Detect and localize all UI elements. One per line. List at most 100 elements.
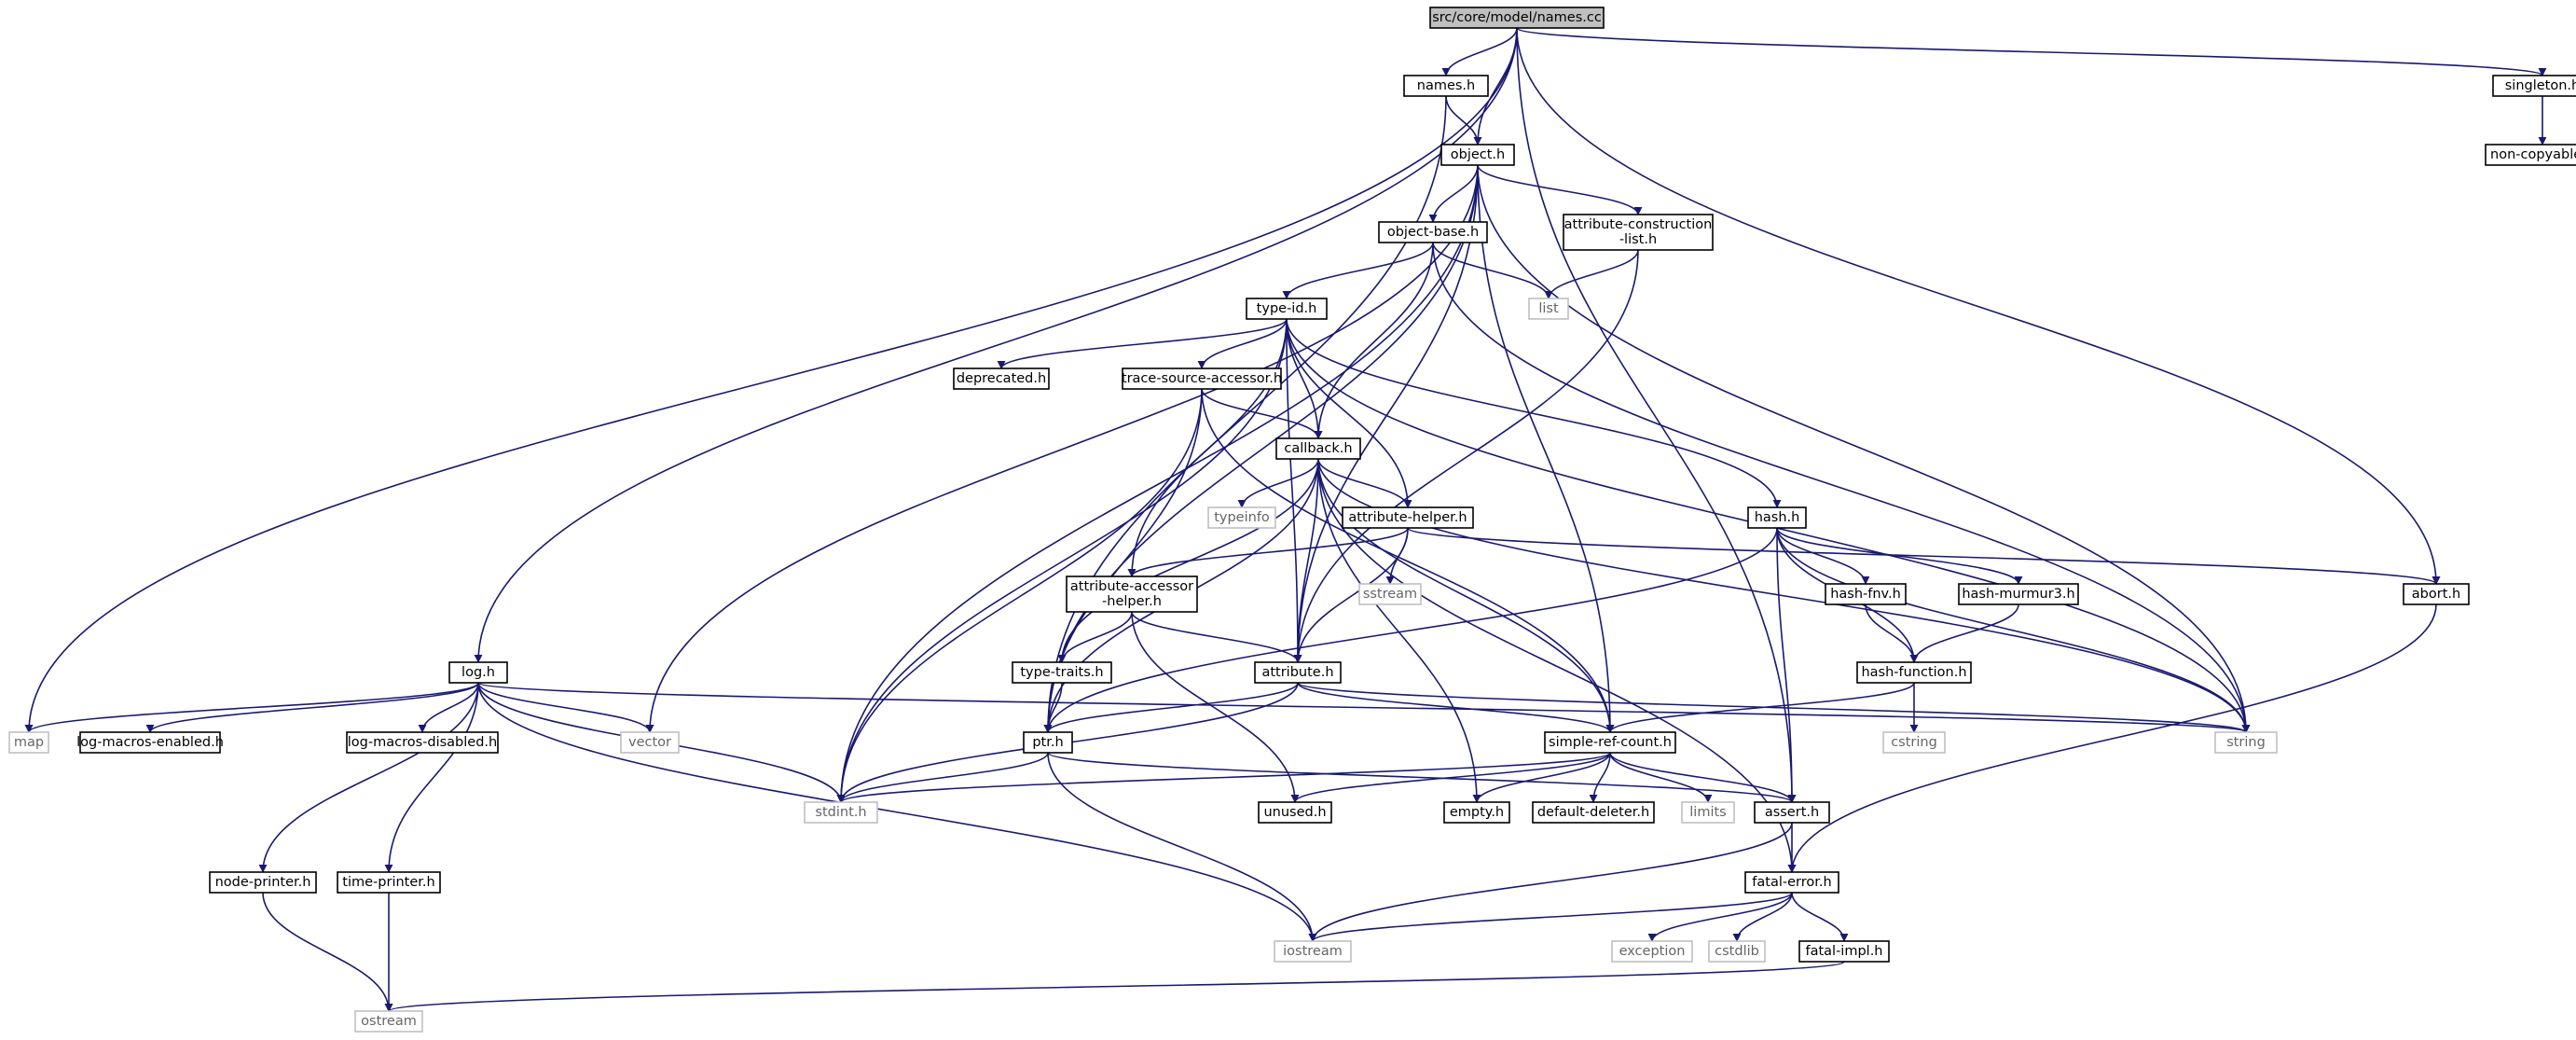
node-hash-murmur3-h[interactable]: hash-murmur3.h xyxy=(1958,583,2079,605)
edge-log-h-to-log-macros-disabled-h xyxy=(418,682,479,733)
node-limits: limits xyxy=(1681,801,1735,824)
node-iostream: iostream xyxy=(1274,940,1352,963)
node-label: -list.h xyxy=(1619,232,1657,247)
node-box xyxy=(1544,731,1676,754)
edge-log-h-to-vector xyxy=(477,682,654,733)
node-box xyxy=(1275,437,1361,460)
node-box xyxy=(337,871,441,894)
node-box xyxy=(209,871,317,894)
node-hash-function-h[interactable]: hash-function.h xyxy=(1856,661,1972,684)
node-box xyxy=(953,367,1050,390)
node-box xyxy=(1440,144,1515,166)
node-node-printer-h[interactable]: node-printer.h xyxy=(209,871,317,894)
node-label: attribute-accessor xyxy=(1070,579,1193,594)
node-box xyxy=(8,731,49,754)
edge-attribute-h-to-simple-ref-count-h xyxy=(1297,682,1615,733)
edge-names-h-to-object-h xyxy=(1445,95,1482,146)
edge-log-h-to-log-macros-enabled-h xyxy=(145,682,479,733)
edge-type-id-h-to-deprecated-h xyxy=(997,318,1288,369)
edge-object-h-to-stdint-h xyxy=(836,164,1479,803)
node-log-macros-disabled-h[interactable]: log-macros-disabled.h xyxy=(346,731,499,754)
node-default-deleter-h[interactable]: default-deleter.h xyxy=(1532,801,1655,824)
node-hash-h[interactable]: hash.h xyxy=(1747,506,1807,529)
node-hash-fnv-h[interactable]: hash-fnv.h xyxy=(1825,583,1907,605)
node-label: object.h xyxy=(1451,147,1505,162)
node-label: log-macros-disabled.h xyxy=(348,735,497,750)
edge-type-id-h-to-hash-h xyxy=(1286,318,1782,508)
node-unused-h[interactable]: unused.h xyxy=(1258,801,1332,824)
node-box xyxy=(1708,940,1766,963)
edge-object-base-h-to-string xyxy=(1432,242,2251,733)
node-box xyxy=(1429,7,1605,29)
node-box xyxy=(1443,801,1510,824)
node-label: -helper.h xyxy=(1102,594,1162,609)
node-attr-constr-list-h[interactable]: attribute-construction-list.h xyxy=(1563,214,1714,251)
node-log-macros-enabled-h[interactable]: log-macros-enabled.h xyxy=(76,731,224,754)
node-log-h[interactable]: log.h xyxy=(448,661,508,684)
node-non-copyable-h[interactable]: non-copyable.h xyxy=(2485,144,2576,166)
edge-callback-h-to-typeinfo xyxy=(1237,458,1319,508)
node-singleton-h[interactable]: singleton.h xyxy=(2492,75,2576,97)
node-fatal-impl-h[interactable]: fatal-impl.h xyxy=(1798,940,1890,963)
node-type-id-h[interactable]: type-id.h xyxy=(1246,298,1328,320)
node-label: attribute.h xyxy=(1261,665,1333,680)
edge-trace-src-acc-h-to-simple-ref-count-h xyxy=(1201,388,1615,733)
edge-attribute-h-to-string xyxy=(1297,682,2251,733)
node-box xyxy=(1358,583,1422,605)
node-box xyxy=(1066,575,1198,613)
node-label: src/core/model/names.cc xyxy=(1432,10,1602,25)
node-box xyxy=(1681,801,1735,824)
node-attribute-h[interactable]: attribute.h xyxy=(1254,661,1342,684)
node-callback-h[interactable]: callback.h xyxy=(1275,437,1361,460)
edge-fatal-error-h-to-iostream xyxy=(1308,892,1793,942)
node-label: cstring xyxy=(1891,735,1937,750)
node-simple-ref-count-h[interactable]: simple-ref-count.h xyxy=(1544,731,1676,754)
node-ptr-h[interactable]: ptr.h xyxy=(1023,731,1073,754)
node-label: log.h xyxy=(461,665,495,680)
node-label: deprecated.h xyxy=(957,371,1046,386)
edge-log-h-to-node-printer-h xyxy=(258,682,479,873)
edge-hash-h-to-string xyxy=(1776,527,2251,733)
node-label: stdint.h xyxy=(815,805,866,820)
node-attr-acc-helper-h[interactable]: attribute-accessor-helper.h xyxy=(1066,575,1198,613)
node-box xyxy=(1611,940,1693,963)
node-label: log-macros-enabled.h xyxy=(76,735,224,750)
node-box xyxy=(1378,221,1488,243)
node-label: type-id.h xyxy=(1257,301,1317,316)
node-label: non-copyable.h xyxy=(2490,147,2576,162)
node-object-h[interactable]: object.h xyxy=(1440,144,1515,166)
node-label: default-deleter.h xyxy=(1537,805,1649,820)
node-label: iostream xyxy=(1283,944,1343,959)
node-type-traits-h[interactable]: type-traits.h xyxy=(1012,661,1112,684)
node-fatal-error-h[interactable]: fatal-error.h xyxy=(1744,871,1839,894)
edge-type-id-h-to-trace-src-acc-h xyxy=(1197,318,1288,369)
node-box xyxy=(1342,506,1474,529)
edge-trace-src-acc-h-to-callback-h xyxy=(1201,388,1323,439)
node-time-printer-h[interactable]: time-printer.h xyxy=(337,871,441,894)
node-exception: exception xyxy=(1611,940,1693,963)
edge-object-h-to-simple-ref-count-h xyxy=(1477,164,1615,733)
node-box xyxy=(1958,583,2079,605)
node-empty-h[interactable]: empty.h xyxy=(1443,801,1510,824)
node-abort-h[interactable]: abort.h xyxy=(2403,583,2470,605)
edge-names-cc-to-map xyxy=(24,27,1518,733)
edge-callback-h-to-fatal-error-h xyxy=(1317,458,1797,873)
node-names-cc[interactable]: src/core/model/names.cc xyxy=(1429,7,1605,29)
node-names-h[interactable]: names.h xyxy=(1403,75,1489,97)
edge-hash-h-to-hash-fnv-h xyxy=(1776,527,1870,585)
node-trace-src-acc-h[interactable]: trace-source-accessor.h xyxy=(1122,367,1282,390)
node-object-base-h[interactable]: object-base.h xyxy=(1378,221,1488,243)
node-label: callback.h xyxy=(1284,441,1352,456)
node-ostream: ostream xyxy=(354,1010,423,1033)
node-deprecated-h[interactable]: deprecated.h xyxy=(953,367,1050,390)
node-box xyxy=(1012,661,1112,684)
node-assert-h[interactable]: assert.h xyxy=(1754,801,1830,824)
node-label: string xyxy=(2226,735,2266,750)
node-box xyxy=(620,731,680,754)
edge-simple-ref-count-h-to-stdint-h xyxy=(836,752,1611,803)
node-label: time-printer.h xyxy=(342,875,434,890)
node-attr-helper-h[interactable]: attribute-helper.h xyxy=(1342,506,1474,529)
edge-node-printer-h-to-ostream xyxy=(262,892,393,1012)
node-box xyxy=(1563,214,1714,251)
edge-names-cc-to-abort-h xyxy=(1516,27,2441,585)
